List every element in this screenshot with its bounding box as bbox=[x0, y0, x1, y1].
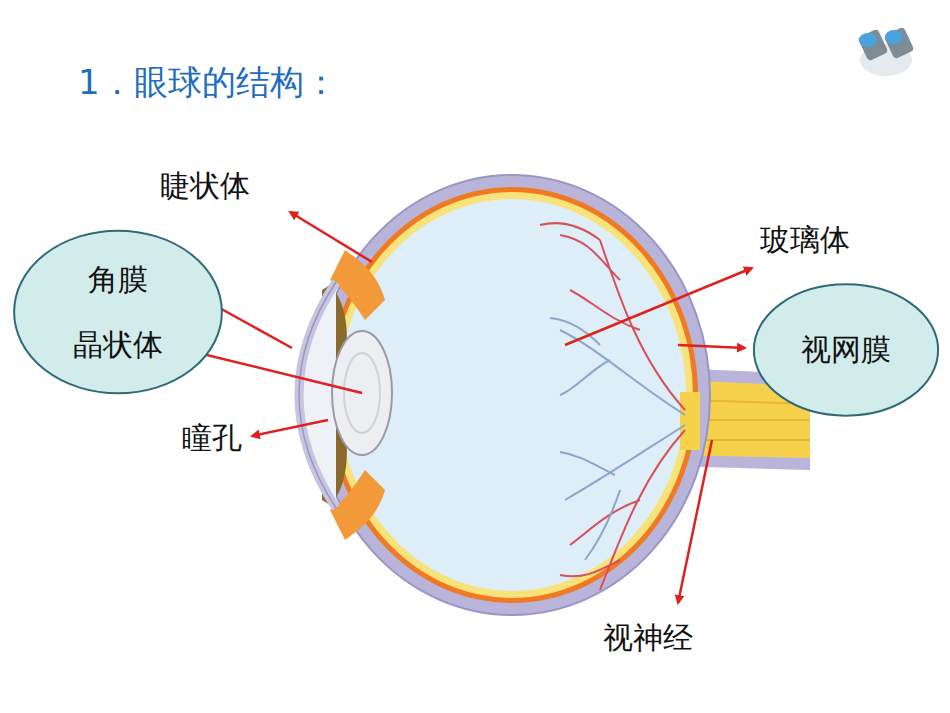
part-label: 瞳孔 bbox=[182, 420, 242, 456]
slide-title: 1．眼球的结构： bbox=[78, 62, 338, 103]
callout-text: 视网膜 bbox=[801, 331, 891, 369]
binoculars-icon bbox=[858, 27, 915, 76]
cornea-edge bbox=[299, 282, 336, 508]
ellipse-shape bbox=[754, 284, 938, 415]
callout-text: 晶状体 bbox=[73, 326, 163, 364]
vein bbox=[550, 318, 685, 415]
icon-lens bbox=[859, 33, 877, 47]
ellipse-callout: 视网膜 bbox=[752, 283, 940, 417]
ellipse-outline bbox=[12, 229, 224, 395]
icon-barrel bbox=[858, 29, 889, 62]
icon-barrel bbox=[884, 27, 915, 60]
part-label: 睫状体 bbox=[160, 168, 250, 204]
icon-lens bbox=[885, 30, 903, 44]
ellipse-shape bbox=[14, 231, 222, 394]
part-label: 玻璃体 bbox=[760, 222, 850, 258]
artery bbox=[540, 223, 685, 410]
callout-text: 角膜 bbox=[88, 261, 148, 299]
part-label: 视神经 bbox=[603, 620, 693, 656]
cornea bbox=[299, 282, 336, 508]
leader-arrow bbox=[678, 440, 712, 603]
sclera bbox=[314, 175, 710, 615]
leader-arrow bbox=[565, 268, 752, 345]
ellipse-callout: 角膜晶状体 bbox=[12, 229, 224, 395]
leader-arrow bbox=[252, 420, 328, 436]
vein bbox=[560, 425, 685, 560]
eyeball bbox=[314, 175, 710, 615]
optic-disc bbox=[680, 392, 700, 450]
artery bbox=[560, 430, 685, 590]
leader-arrow bbox=[290, 212, 372, 262]
leader-arrow bbox=[678, 345, 745, 348]
anterior-eye bbox=[299, 250, 392, 540]
retina-layer bbox=[331, 192, 693, 598]
choroid bbox=[326, 187, 698, 603]
blood-vessels bbox=[540, 223, 685, 590]
leader-arrows bbox=[178, 212, 752, 603]
